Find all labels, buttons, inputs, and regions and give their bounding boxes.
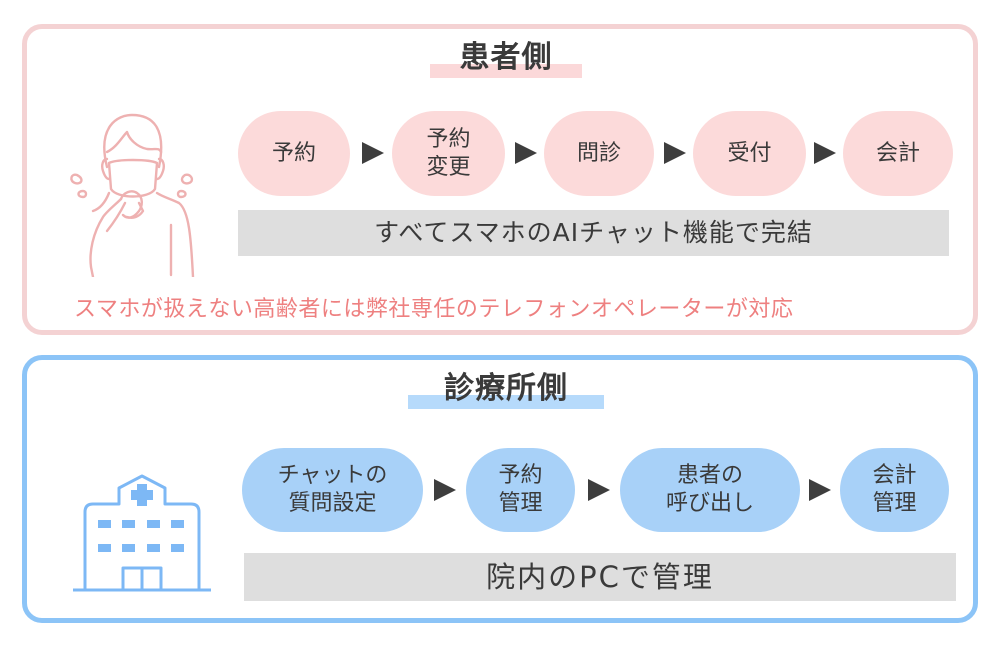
step-label: 問診 — [576, 140, 621, 166]
patient-step-interview: 問診 — [544, 111, 654, 196]
patient-title-text: 患者側 — [459, 40, 553, 75]
hospital-building-icon — [73, 474, 211, 592]
step-label: 会計 管理 — [872, 463, 917, 516]
clinic-step-payment-management: 会計 管理 — [840, 448, 949, 532]
patient-summary-bar: すべてスマホのAIチャット機能で完結 — [238, 210, 949, 256]
clinic-step-reservation-management: 予約 管理 — [466, 448, 575, 532]
step-label: チャットの 質問設定 — [277, 463, 388, 516]
arrow-right-icon — [434, 479, 456, 501]
arrow-right-icon — [809, 479, 831, 501]
arrow-right-icon — [362, 142, 384, 164]
step-label: 予約 — [271, 140, 316, 166]
patient-step-reservation: 予約 — [238, 111, 350, 196]
step-label: 会計 — [875, 140, 920, 166]
patient-title: 患者側 — [430, 38, 582, 78]
arrow-right-icon — [515, 142, 537, 164]
clinic-summary-bar: 院内のPCで管理 — [244, 553, 956, 601]
clinic-step-patient-call: 患者の 呼び出し — [620, 448, 800, 532]
step-label: 予約 管理 — [498, 463, 543, 516]
title-highlight — [430, 64, 582, 78]
arrow-right-icon — [814, 142, 836, 164]
patient-side-panel: 患者側 予約 予約 変更 問診 受付 会計 すべてスマホのAIチャット機能で完結… — [22, 24, 978, 335]
patient-step-payment: 会計 — [843, 111, 953, 196]
clinic-title-text: 診療所側 — [444, 371, 568, 406]
clinic-side-panel: 診療所側 チャットの 質問設定 予約 管理 患者の 呼び出し — [22, 355, 978, 623]
step-label: 受付 — [727, 140, 772, 166]
step-label: 患者の 呼び出し — [665, 463, 754, 516]
clinic-title: 診療所側 — [408, 369, 604, 409]
clinic-step-chat-question-settings: チャットの 質問設定 — [242, 448, 423, 532]
patient-step-reservation-change: 予約 変更 — [392, 111, 505, 196]
step-label: 予約 変更 — [426, 126, 471, 180]
arrow-right-icon — [664, 142, 686, 164]
patient-step-reception: 受付 — [693, 111, 806, 196]
arrow-right-icon — [588, 479, 610, 501]
title-highlight — [408, 395, 604, 409]
patient-note: スマホが扱えない高齢者には弊社専任のテレフォンオペレーターが対応 — [74, 297, 794, 322]
masked-person-coughing-icon — [70, 113, 195, 277]
